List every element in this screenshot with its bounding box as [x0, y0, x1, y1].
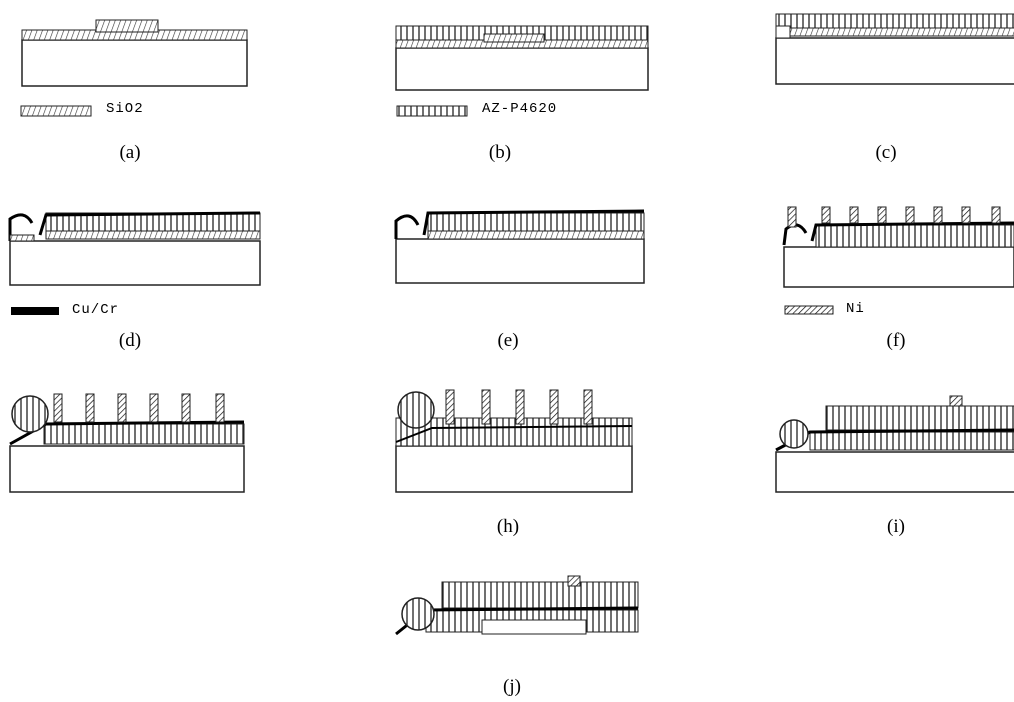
legend-ni-label: Ni: [846, 301, 865, 317]
panel-c-diagram: [770, 0, 1014, 100]
panel-h-diagram: [386, 380, 646, 500]
panel-e-diagram: [380, 195, 660, 295]
panel-b-diagram: [380, 0, 660, 100]
caption-c: (c): [856, 142, 916, 164]
solder-ball: [402, 598, 434, 630]
panel-i-diagram: [770, 380, 1014, 500]
opening: [776, 26, 790, 38]
substrate: [784, 247, 1014, 287]
caption-j: (j): [482, 676, 542, 698]
substrate: [396, 239, 644, 283]
substrate: [776, 452, 1014, 492]
sio2-swatch: [20, 105, 92, 117]
sio2-layer: [46, 231, 260, 239]
ni-swatch: [784, 305, 834, 317]
ni-pillars: [54, 394, 224, 422]
cavity: [482, 620, 586, 634]
top-marker: [950, 396, 962, 406]
caption-h: (h): [478, 516, 538, 538]
substrate: [22, 40, 247, 86]
panel-g: [0, 380, 260, 500]
legend-photoresist-label: AZ-P4620: [482, 101, 557, 117]
panel-e: [380, 195, 660, 295]
panel-d-diagram: [0, 195, 270, 295]
photoresist-swatch: [396, 105, 468, 117]
caption-e: (e): [478, 330, 538, 352]
sio2-island: [484, 34, 544, 42]
legend-cu-cr-label: Cu/Cr: [72, 302, 119, 318]
photoresist-upper: [442, 582, 638, 608]
panel-f: [780, 195, 1014, 295]
substrate: [10, 446, 244, 492]
substrate: [776, 38, 1014, 84]
cu-cr-swatch: [10, 306, 60, 318]
sio2-layer: [428, 231, 644, 239]
via-base: [10, 235, 34, 241]
substrate: [10, 241, 260, 285]
caption-i: (i): [866, 516, 926, 538]
caption-f: (f): [866, 330, 926, 352]
photoresist-layer: [396, 418, 632, 446]
panel-b: [380, 0, 660, 100]
caption-b: (b): [470, 142, 530, 164]
photoresist-layer: [44, 424, 244, 444]
solder-ball: [398, 392, 434, 428]
legend-sio2-label: SiO2: [106, 101, 144, 117]
solder-ball: [780, 420, 808, 448]
panel-d: [0, 195, 270, 295]
panel-i: [770, 380, 1014, 500]
substrate: [396, 48, 648, 90]
top-marker: [568, 576, 580, 586]
photoresist-layer: [816, 225, 1014, 247]
solder-ball: [12, 396, 48, 432]
panel-j: [386, 572, 646, 662]
panel-j-diagram: [386, 572, 646, 662]
substrate: [396, 446, 632, 492]
panel-h: [386, 380, 646, 500]
panel-c: [770, 0, 1014, 100]
caption-a: (a): [100, 142, 160, 164]
sio2-island: [96, 20, 158, 32]
photoresist-lower: [810, 432, 1014, 450]
panel-f-diagram: [780, 195, 1014, 295]
sio2-layer: [776, 28, 1014, 36]
panel-g-diagram: [0, 380, 260, 500]
photoresist-upper: [826, 406, 1014, 430]
caption-d: (d): [100, 330, 160, 352]
